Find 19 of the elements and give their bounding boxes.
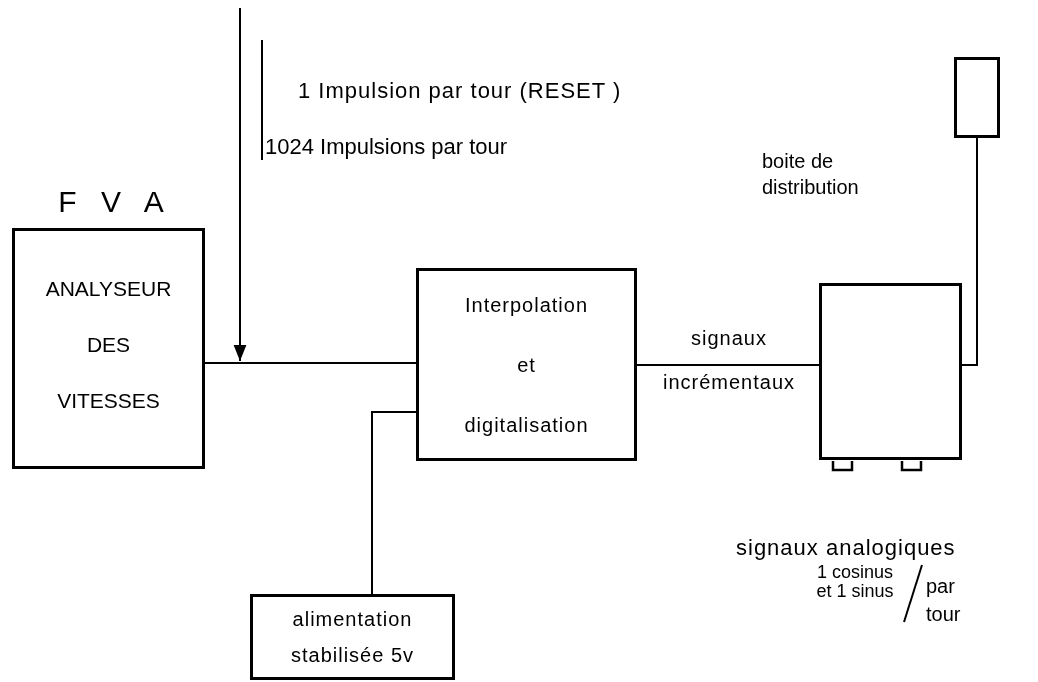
- side-caption: 1 cosinus et 1 sinus: [815, 563, 895, 601]
- pulse-label: 1 Impulsion par tour (RESET ): [298, 77, 622, 105]
- edge-label: signaux incrémentaux: [661, 326, 797, 395]
- arrow: [233, 7, 247, 362]
- connector-line: [961, 137, 978, 366]
- power-supply-box: [250, 594, 455, 680]
- box-heading: boite de distribution: [762, 149, 860, 200]
- connector-line: [636, 364, 820, 366]
- connector-line: [371, 411, 417, 595]
- side-caption: par tour: [926, 574, 962, 627]
- process-box: [416, 268, 637, 461]
- box-text: Interpolation et digitalisation: [463, 292, 590, 438]
- box-text: ANALYSEUR DES VITESSES: [44, 276, 173, 414]
- connector-line: [204, 362, 417, 364]
- encoder-box: [954, 57, 1000, 138]
- box-heading: F V A: [57, 184, 173, 220]
- box-text: alimentation stabilisée 5v: [289, 607, 416, 668]
- pulse-label: 1024 Impulsions par tour: [265, 133, 508, 161]
- side-caption: signaux analogiques: [736, 534, 957, 562]
